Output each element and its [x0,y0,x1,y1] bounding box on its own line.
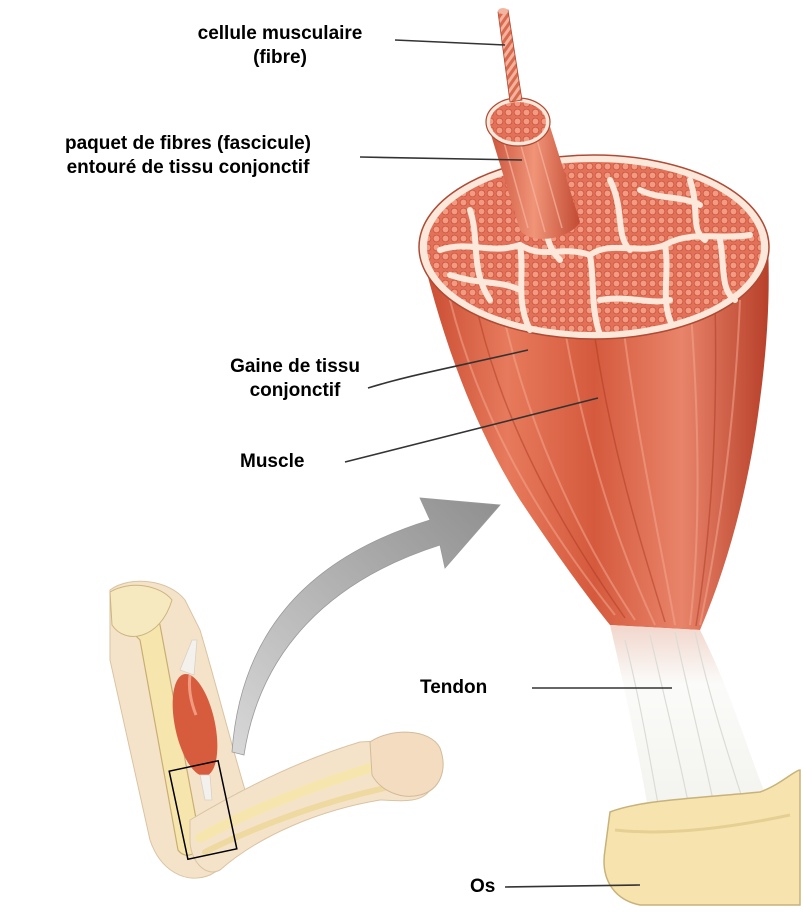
label-fascicle-line1: paquet de fibres (fascicule) [8,132,368,156]
label-connective-sheath-line1: Gaine de tissu [220,355,370,379]
muscle-fibre [498,8,522,102]
leader-fibre [395,40,505,45]
label-connective-sheath: Gaine de tissu conjonctif [220,355,370,403]
muscle-cross-section [419,155,769,339]
label-fascicle: paquet de fibres (fascicule) entouré de … [8,132,368,180]
label-connective-sheath-line2: conjonctif [220,379,370,403]
label-fascicle-line2: entouré de tissu conjonctif [8,156,368,180]
label-muscle-fibre-line1: cellule musculaire [160,22,400,46]
label-muscle-fibre-line2: (fibre) [160,46,400,70]
label-muscle-text: Muscle [240,450,340,474]
label-muscle-fibre: cellule musculaire (fibre) [160,22,400,70]
label-muscle: Muscle [240,450,340,474]
label-bone-text: Os [470,875,510,899]
zoom-arrow [232,498,500,755]
label-tendon-text: Tendon [420,676,530,700]
label-bone: Os [470,875,510,899]
tendon [610,625,770,820]
label-tendon: Tendon [420,676,530,700]
leader-fascicle [360,157,522,160]
